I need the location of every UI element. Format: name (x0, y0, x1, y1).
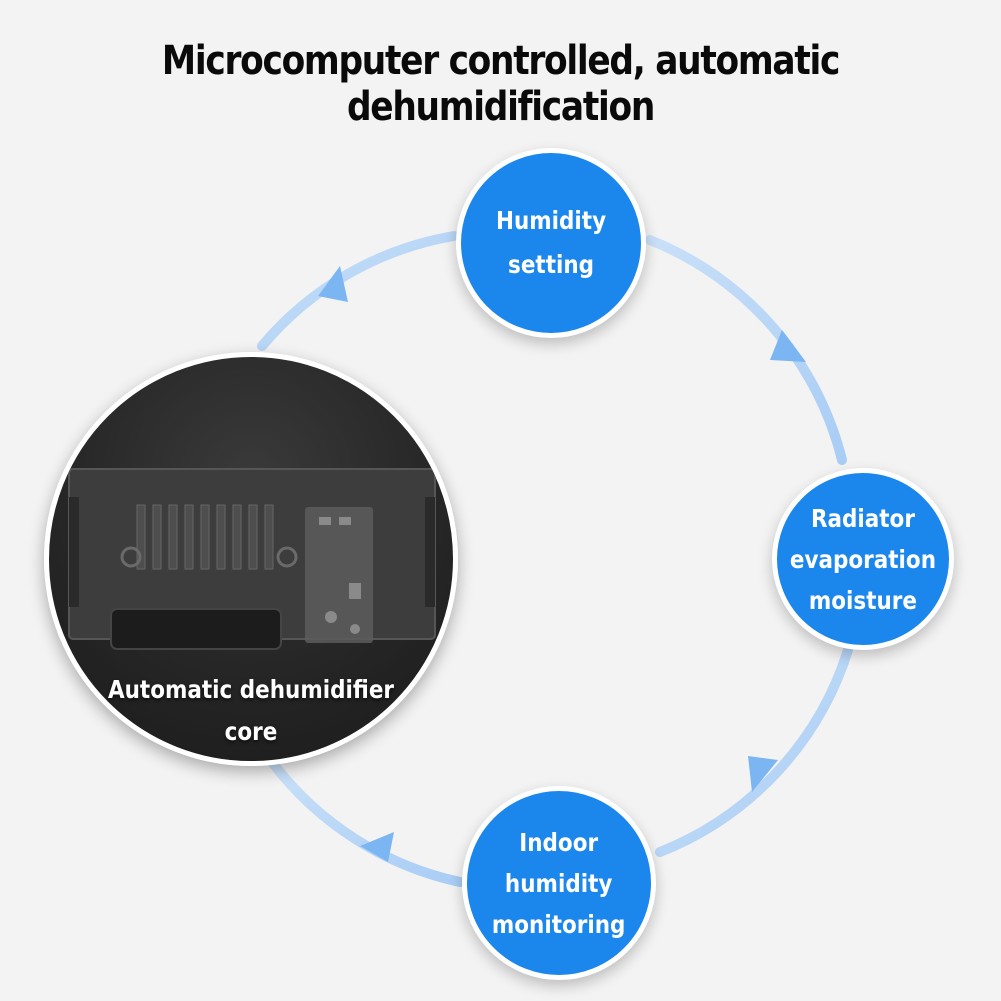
humidity-setting-label: Humidity setting (495, 206, 607, 279)
arc-monitoring-to-core (267, 757, 465, 887)
arrow-head-down-left (748, 756, 778, 792)
arrow-head-up (318, 266, 348, 302)
arc-radiator-to-monitoring (655, 645, 853, 857)
indoor-monitoring-label: Indoor humidity monitoring (492, 827, 626, 939)
dehumidifier-core-node: Automatic dehumidifier core (44, 352, 458, 766)
dehumidifier-core-image (68, 468, 436, 650)
indoor-monitoring-node: Indoor humidity monitoring (462, 786, 656, 980)
arc-setting-to-radiator (645, 235, 847, 465)
arrow-head-down-right (770, 330, 806, 362)
core-label: Automatic dehumidifier core (107, 675, 395, 746)
arc-core-to-setting (257, 231, 459, 351)
radiator-evaporation-node: Radiator evaporation moisture (772, 468, 954, 650)
radiator-evaporation-label: Radiator evaporation moisture (789, 503, 937, 615)
humidity-setting-node: Humidity setting (456, 148, 646, 338)
arrow-head-left (360, 832, 394, 862)
diagram-title: Microcomputer controlled, automatic dehu… (161, 38, 840, 130)
